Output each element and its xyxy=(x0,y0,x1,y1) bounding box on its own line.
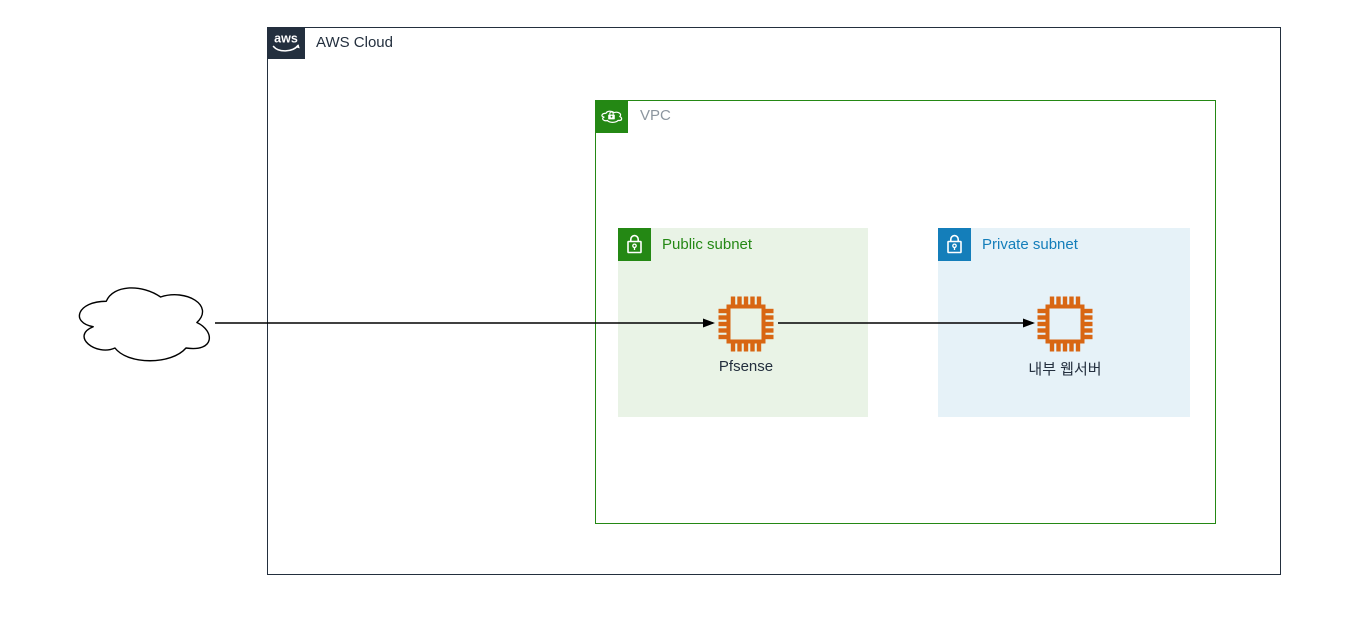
aws-logo-text: aws xyxy=(274,32,298,46)
internal-web-server-chip-icon xyxy=(1037,296,1093,352)
aws-cloud-group-label: AWS Cloud xyxy=(316,34,393,51)
public-subnet-lock-icon xyxy=(618,228,651,261)
vpc-group-label: VPC xyxy=(640,107,671,124)
private-subnet-lock-icon xyxy=(938,228,971,261)
pfsense-node-label: Pfsense xyxy=(718,358,774,375)
internal-web-server-node-label: 내부 웹서버 xyxy=(1028,361,1102,378)
vpc-group-box xyxy=(595,100,1216,524)
private-subnet-label: Private subnet xyxy=(982,236,1078,253)
aws-cloud-group-box xyxy=(267,27,1281,575)
pfsense-instance-chip-icon xyxy=(718,296,774,352)
vpc-cloud-lock-icon xyxy=(595,100,628,133)
internet-cloud-shape xyxy=(78,287,211,362)
public-subnet-label: Public subnet xyxy=(662,236,753,253)
aws-logo-icon: aws xyxy=(267,27,305,59)
